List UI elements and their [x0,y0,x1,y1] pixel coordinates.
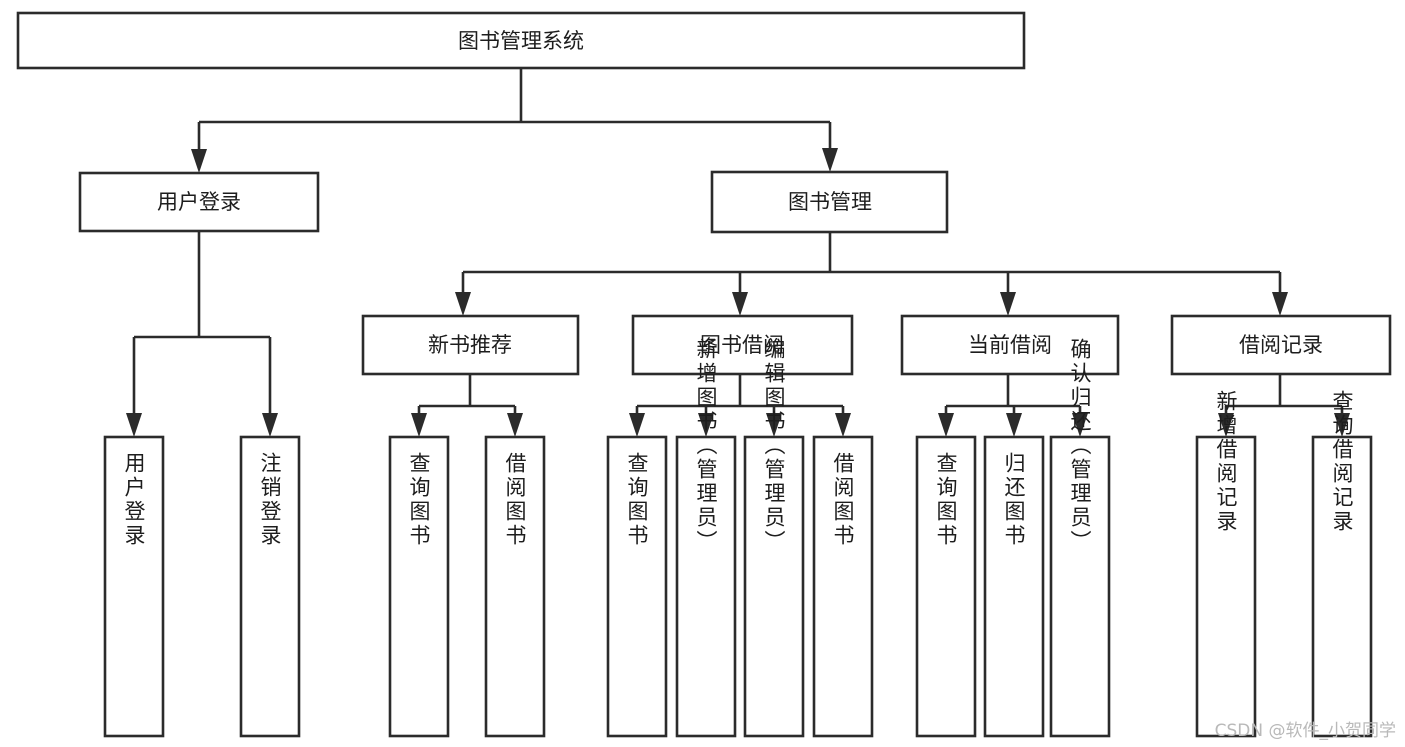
connector-group-user-login [126,231,278,437]
leaf-new-book-2-box[interactable] [484,435,546,738]
arrow-bb-leaf-4 [835,413,851,437]
node-user-login-label: 用户登录 [157,190,241,214]
node-book-borrow-label: 图书借阅 [700,333,784,357]
leaf-current-borrow-3[interactable]: 确认归还（管理员） [1049,338,1111,738]
node-root-book-management-system[interactable]: 图书管理系统 [16,11,1026,70]
leaf-borrow-record-1-label: 新增借阅记录 [1214,390,1238,534]
arrow-root-to-book-manage [822,148,838,172]
node-user-login[interactable]: 用户登录 [78,171,320,233]
arrow-cb-leaf-3 [1072,413,1088,437]
arrow-nb-leaf-1 [411,413,427,437]
leaf-current-borrow-2-label: 归还图书 [1002,452,1026,548]
arrow-bb-leaf-2 [698,413,714,437]
node-root-label: 图书管理系统 [458,29,584,53]
leaf-book-borrow-2-box[interactable] [675,435,737,738]
leaf-user-login-2-box[interactable] [239,435,301,738]
leaf-user-login-2[interactable]: 注销登录 [239,435,301,738]
arrow-br-leaf-2 [1334,413,1350,437]
arrow-bm-to-book-borrow [732,292,748,316]
connector-group-borrow-record [1218,374,1350,437]
node-book-borrow-box[interactable] [631,314,854,376]
node-current-borrow[interactable]: 当前借阅 [900,314,1120,376]
node-borrow-record-box[interactable] [1170,314,1392,376]
leaf-borrow-record-2-box[interactable] [1311,435,1373,738]
leaf-new-book-1-label: 查询图书 [407,452,431,548]
leaf-book-borrow-1[interactable]: 查询图书 [606,435,668,738]
leaf-current-borrow-1[interactable]: 查询图书 [915,435,977,738]
arrow-root-to-user-login [191,149,207,173]
node-book-management-box[interactable] [710,170,949,234]
node-user-login-box[interactable] [78,171,320,233]
leaf-current-borrow-2-box[interactable] [983,435,1045,738]
arrow-user-login-leaf-1 [126,413,142,437]
arrow-user-login-leaf-2 [262,413,278,437]
connector-group-new-book [411,374,523,437]
node-current-borrow-box[interactable] [900,314,1120,376]
node-current-borrow-label: 当前借阅 [968,333,1052,357]
node-book-management-label: 图书管理 [788,190,872,214]
leaf-book-borrow-4[interactable]: 借阅图书 [812,435,874,738]
leaf-new-book-1-box[interactable] [388,435,450,738]
leaf-current-borrow-3-box[interactable] [1049,435,1111,738]
leaf-book-borrow-3[interactable]: 编辑图书（管理员） [743,338,805,738]
leaf-book-borrow-4-label: 借阅图书 [831,452,855,548]
arrow-nb-leaf-2 [507,413,523,437]
connector-group-root [191,68,838,173]
leaf-current-borrow-3-label: 确认归还（管理员） [1068,338,1092,554]
leaf-book-borrow-2[interactable]: 新增图书（管理员） [675,338,737,738]
node-new-book-recommend-label: 新书推荐 [428,333,512,357]
connector-group-book-manage [455,232,1288,316]
leaf-current-borrow-1-label: 查询图书 [934,452,958,548]
leaf-user-login-1[interactable]: 用户登录 [103,435,165,738]
arrow-bm-to-current-borrow [1000,292,1016,316]
leaf-user-login-2-label: 注销登录 [258,452,282,548]
arrow-br-leaf-1 [1218,413,1234,437]
node-borrow-record-label: 借阅记录 [1239,333,1323,357]
leaf-new-book-1[interactable]: 查询图书 [388,435,450,738]
leaf-borrow-record-1[interactable]: 新增借阅记录 [1195,390,1257,738]
leaf-borrow-record-1-box[interactable] [1195,435,1257,738]
arrow-bb-leaf-3 [766,413,782,437]
node-new-book-recommend[interactable]: 新书推荐 [361,314,580,376]
node-root-box[interactable] [16,11,1026,70]
leaf-book-borrow-2-label: 新增图书（管理员） [694,338,718,554]
leaf-new-book-2-label: 借阅图书 [503,452,527,548]
node-book-borrow[interactable]: 图书借阅 [631,314,854,376]
leaf-book-borrow-1-label: 查询图书 [625,452,649,548]
arrow-cb-leaf-2 [1006,413,1022,437]
leaf-book-borrow-4-box[interactable] [812,435,874,738]
node-book-management[interactable]: 图书管理 [710,170,949,234]
connector-group-book-borrow [629,374,851,437]
node-new-book-recommend-box[interactable] [361,314,580,376]
leaf-book-borrow-1-box[interactable] [606,435,668,738]
leaf-book-borrow-3-label: 编辑图书（管理员） [762,338,786,554]
arrow-bm-to-new-book [455,292,471,316]
arrow-bm-to-borrow-record [1272,292,1288,316]
leaf-user-login-1-label: 用户登录 [122,452,146,548]
leaf-current-borrow-2[interactable]: 归还图书 [983,435,1045,738]
leaf-borrow-record-2-label: 查询借阅记录 [1330,390,1354,534]
arrow-cb-leaf-1 [938,413,954,437]
leaf-user-login-1-box[interactable] [103,435,165,738]
leaf-book-borrow-3-box[interactable] [743,435,805,738]
leaf-current-borrow-1-box[interactable] [915,435,977,738]
connector-group-current-borrow [938,374,1088,437]
leaf-new-book-2[interactable]: 借阅图书 [484,435,546,738]
node-borrow-record[interactable]: 借阅记录 [1170,314,1392,376]
leaf-borrow-record-2[interactable]: 查询借阅记录 [1311,390,1373,738]
arrow-bb-leaf-1 [629,413,645,437]
